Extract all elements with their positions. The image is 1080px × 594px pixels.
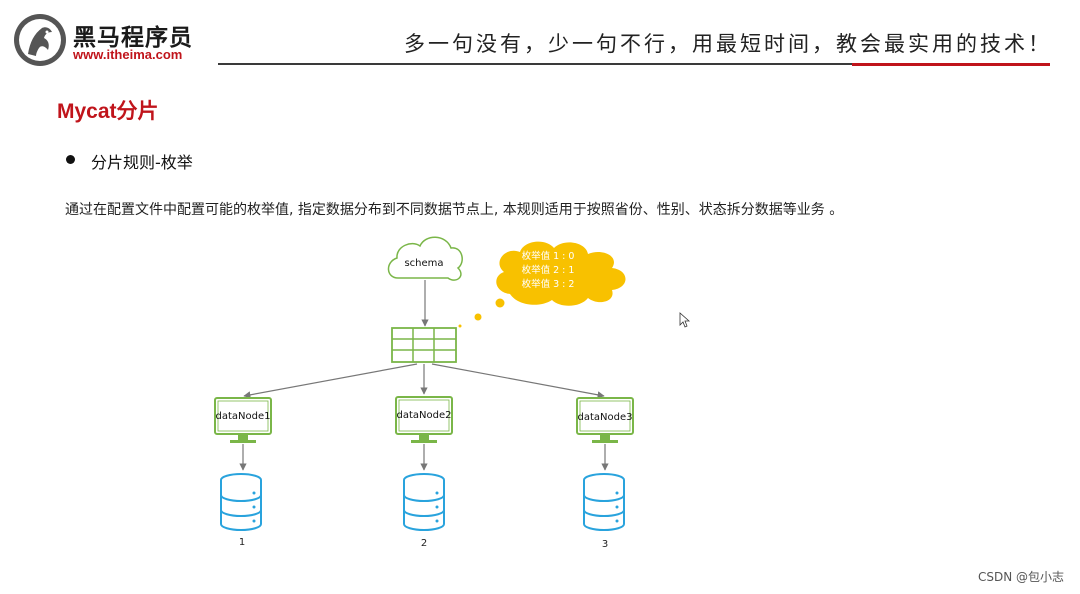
database-1-label: 1 [239, 537, 245, 548]
logo-name: 黑马程序员 [73, 25, 193, 51]
arrow-table-to-node3 [431, 363, 605, 399]
logo-url: www.itheima.com [73, 47, 183, 62]
database-1-icon [220, 473, 262, 531]
database-2-label: 2 [421, 538, 427, 549]
header-divider [218, 63, 852, 65]
arrow-table-to-node1 [243, 363, 418, 399]
header-divider-accent [852, 63, 1050, 66]
rule-table-icon [391, 327, 457, 363]
thought-dot-large [495, 298, 505, 308]
database-3-icon [583, 473, 625, 531]
header: 黑马程序员 www.itheima.com 多一句没有，少一句不行，用最短时间，… [0, 0, 1080, 70]
data-node-3-label: dataNode3 [578, 412, 633, 423]
logo-horse-icon [14, 14, 66, 66]
enum-value-1: 枚举值 1 : 0 [522, 250, 575, 262]
thought-dot-medium [474, 313, 482, 321]
data-node-2: dataNode2 [395, 396, 453, 443]
enum-value-2: 枚举值 2 : 1 [522, 264, 575, 276]
data-node-1: dataNode1 [214, 397, 272, 443]
data-node-3: dataNode3 [576, 397, 634, 443]
data-node-2-label: dataNode2 [397, 410, 452, 421]
description-text: 通过在配置文件中配置可能的枚举值, 指定数据分布到不同数据节点上, 本规则适用于… [65, 202, 844, 218]
data-node-1-label: dataNode1 [216, 411, 271, 422]
database-2-icon [403, 473, 445, 531]
thought-dot-small [458, 324, 462, 328]
watermark: CSDN @包小志 [977, 570, 1064, 584]
schema-label: schema [404, 258, 443, 269]
mouse-cursor-icon [679, 312, 691, 328]
schema-cloud: schema [387, 236, 463, 281]
database-3-label: 3 [602, 539, 608, 550]
bullet-heading: 分片规则-枚举 [91, 153, 193, 172]
enum-values-cloud: 枚举值 1 : 0 枚举值 2 : 1 枚举值 3 : 2 [458, 241, 626, 328]
slogan: 多一句没有，少一句不行，用最短时间，教会最实用的技术！ [404, 32, 1052, 56]
enum-value-3: 枚举值 3 : 2 [522, 278, 575, 290]
page-title: Mycat分片 [57, 100, 159, 123]
bullet-dot [66, 155, 75, 164]
